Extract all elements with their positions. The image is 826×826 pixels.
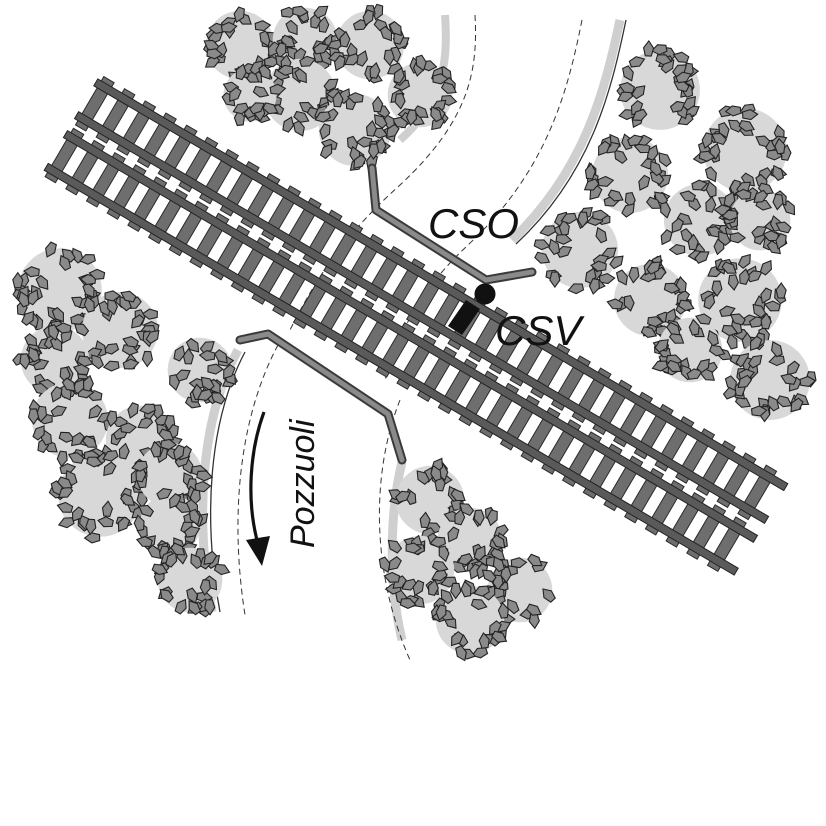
- track-2: [43, 127, 759, 576]
- tree-cluster: [71, 287, 163, 373]
- road-verge-upper-right: [508, 19, 625, 244]
- tree-cluster: [150, 540, 232, 619]
- tree-cluster: [11, 240, 106, 334]
- tree-cluster: [27, 374, 119, 468]
- barrier-wall-lower-inner: [237, 331, 405, 463]
- barrier-wall-upper-inner: [369, 165, 535, 283]
- tree-cluster: [264, 1, 345, 74]
- signal-post: [448, 283, 496, 335]
- tree-cluster: [11, 317, 95, 402]
- tree-cluster: [47, 446, 150, 544]
- road-verge-upper-right-edge: [515, 19, 627, 245]
- track-rail: [73, 110, 770, 525]
- track-rail: [62, 129, 759, 544]
- tree-cluster: [615, 40, 703, 131]
- tree-cluster: [387, 54, 460, 134]
- tree-cluster: [377, 531, 458, 612]
- direction-arrow: [246, 411, 270, 566]
- tree-cluster: [256, 51, 343, 139]
- tree-cluster: [692, 101, 793, 199]
- direction-arrow-head: [246, 536, 270, 566]
- signal-lamp-highlight: [479, 288, 491, 300]
- tree-cluster: [126, 438, 214, 515]
- tree-cluster: [721, 331, 818, 423]
- tree-cluster: [430, 577, 513, 664]
- track-1: [73, 75, 789, 525]
- tree-cluster: [581, 131, 675, 219]
- label-pozzuoli: Pozzuoli: [284, 418, 322, 548]
- label-cso: CSO: [428, 200, 519, 247]
- tree-cluster: [657, 178, 743, 266]
- tree-cluster: [220, 57, 287, 127]
- direction-arrow-shaft: [249, 411, 266, 545]
- track-rail: [43, 162, 739, 576]
- tree-cluster: [433, 499, 510, 582]
- signal-base: [448, 300, 480, 335]
- tree-cluster: [312, 85, 402, 175]
- track-rail: [93, 78, 789, 492]
- label-csv: CSV: [495, 307, 585, 354]
- road-dashed-edge-lower-right: [378, 399, 411, 661]
- road-dashed-edge-lower-left: [237, 344, 279, 616]
- tree-cluster: [533, 203, 627, 296]
- tree-cluster: [132, 484, 212, 563]
- tree-cluster: [698, 250, 788, 351]
- tree-cluster: [650, 310, 735, 385]
- tree-cluster: [605, 252, 697, 341]
- railway-tracks: [43, 75, 789, 576]
- tree-cluster: [720, 180, 800, 258]
- tree-cluster: [167, 336, 240, 412]
- road-dashed-edge-left-upper: [289, 14, 476, 331]
- tree-cluster: [324, 3, 413, 86]
- barrier-walls: [235, 163, 537, 465]
- tree-foliage: [11, 1, 818, 664]
